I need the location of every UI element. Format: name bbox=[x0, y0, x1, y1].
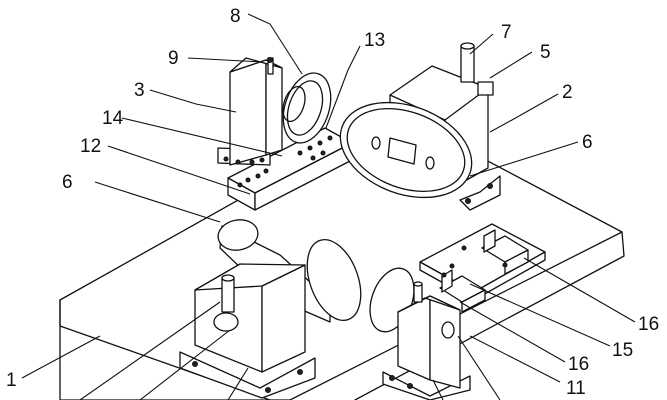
rear-disc bbox=[282, 72, 332, 144]
label-12: 12 bbox=[80, 136, 101, 157]
label-9: 9 bbox=[168, 48, 179, 69]
rear-left-bearing-block bbox=[217, 57, 283, 166]
part-labels: 1 2 3 5 6 6 7 8 9 11 12 13 14 15 16 16 bbox=[6, 6, 659, 399]
label-14: 14 bbox=[102, 108, 124, 129]
label-8: 8 bbox=[230, 6, 241, 27]
label-16-upper: 16 bbox=[638, 314, 659, 335]
label-15: 15 bbox=[612, 340, 633, 361]
label-7: 7 bbox=[501, 22, 512, 43]
label-16-lower: 16 bbox=[568, 354, 589, 375]
label-6-lower: 6 bbox=[62, 172, 73, 193]
label-5: 5 bbox=[540, 42, 551, 63]
label-13: 13 bbox=[364, 30, 385, 51]
front-right-bearing-block bbox=[369, 267, 471, 400]
right-clamp-plate bbox=[419, 223, 546, 313]
rear-rail bbox=[227, 127, 353, 211]
label-1: 1 bbox=[6, 370, 17, 391]
front-left-bearing-block bbox=[179, 263, 316, 399]
leader-lines bbox=[21, 13, 636, 400]
label-6-upper: 6 bbox=[582, 132, 593, 153]
label-11: 11 bbox=[566, 378, 586, 399]
motor-face-plate bbox=[339, 101, 473, 199]
label-3: 3 bbox=[134, 80, 145, 101]
label-2: 2 bbox=[562, 82, 573, 103]
